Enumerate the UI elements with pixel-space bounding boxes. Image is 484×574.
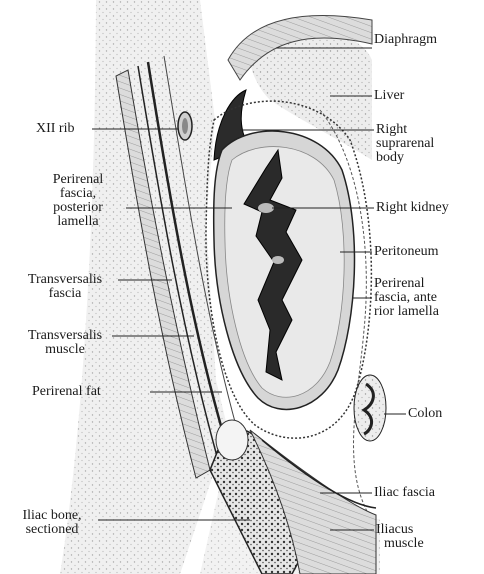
label-iliac-bone-line2: sectioned <box>2 523 102 537</box>
label-perirenal-posterior-line1: Perirenal <box>28 173 128 187</box>
label-peritoneum: Peritoneum <box>374 245 439 259</box>
label-perirenal-anterior-line1: Perirenal <box>374 277 439 291</box>
label-perirenal-posterior-line2: fascia, <box>28 187 128 201</box>
label-xii-rib: XII rib <box>36 122 75 136</box>
label-transversalis-fascia-line1: Transversalis <box>10 273 120 287</box>
label-iliac-fascia: Iliac fascia <box>374 486 435 500</box>
label-transversalis-fascia-line2: fascia <box>10 287 120 301</box>
label-perirenal-anterior-line3: rior lamella <box>374 305 439 319</box>
label-iliacus-muscle-line1: Iliacus <box>376 523 424 537</box>
label-right-suprarenal-line2: suprarenal <box>376 137 434 151</box>
label-perirenal-posterior-line4: lamella <box>28 215 128 229</box>
label-iliacus-muscle: Iliacus muscle <box>376 523 424 551</box>
label-perirenal-posterior-line3: posterior <box>28 201 128 215</box>
label-transversalis-muscle-line2: muscle <box>10 343 120 357</box>
label-perirenal-anterior: Perirenal fascia, ante rior lamella <box>374 277 439 319</box>
label-iliacus-muscle-line2: muscle <box>376 537 424 551</box>
label-perirenal-anterior-line2: fascia, ante <box>374 291 439 305</box>
label-transversalis-muscle: Transversalis muscle <box>10 329 120 357</box>
label-transversalis-muscle-line1: Transversalis <box>10 329 120 343</box>
label-perirenal-posterior: Perirenal fascia, posterior lamella <box>28 173 128 229</box>
label-iliac-bone-line1: Iliac bone, <box>2 509 102 523</box>
label-right-suprarenal: Right suprarenal body <box>376 123 434 165</box>
label-right-suprarenal-line3: body <box>376 151 434 165</box>
label-transversalis-fascia: Transversalis fascia <box>10 273 120 301</box>
label-liver: Liver <box>374 89 404 103</box>
label-right-suprarenal-line1: Right <box>376 123 434 137</box>
label-diaphragm: Diaphragm <box>374 33 437 47</box>
label-perirenal-fat: Perirenal fat <box>32 385 101 399</box>
label-iliac-bone: Iliac bone, sectioned <box>2 509 102 537</box>
label-colon: Colon <box>408 407 442 421</box>
label-right-kidney: Right kidney <box>376 201 449 215</box>
